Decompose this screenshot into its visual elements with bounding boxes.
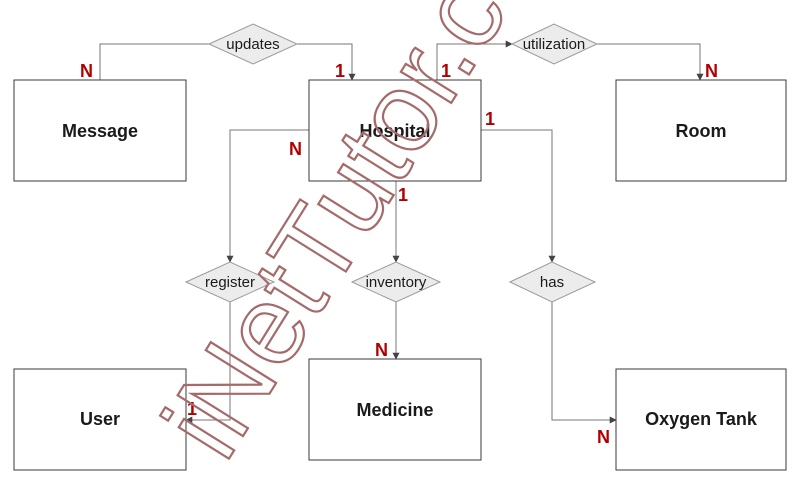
connector-hospital-has [481,129,556,263]
entity-label: Message [62,121,138,141]
relationship-label: has [540,274,564,291]
entity-medicine[interactable]: Medicine [308,358,482,461]
relationship-has[interactable]: has [508,261,597,303]
entity-label: Room [676,121,727,141]
relationship-inventory[interactable]: inventory [350,261,442,303]
connector-register-user [185,302,231,424]
relationship-utilization[interactable]: utilization [510,23,599,65]
entity-label: User [80,409,120,429]
cardinality-user-register: 1 [187,399,197,419]
connector-utilization-room [597,43,704,81]
relationship-label: updates [226,36,279,53]
cardinality-room-utilization: N [705,61,718,81]
entity-user[interactable]: User [13,368,187,471]
connector-message-updates [99,43,209,80]
cardinality-oxygen-tank-has: N [597,427,610,447]
entity-oxygen-tank[interactable]: Oxygen Tank [615,368,787,471]
relationship-register[interactable]: register [184,261,276,303]
entity-room[interactable]: Room [615,79,787,182]
cardinality-hospital-has: 1 [485,109,495,129]
relationship-label: register [205,274,255,291]
entity-message[interactable]: Message [13,79,187,182]
cardinality-medicine-inventory: N [375,340,388,360]
entity-hospital[interactable]: Hospital [308,79,482,182]
connector-has-oxygen-tank [551,302,617,424]
relationship-label: utilization [523,36,586,53]
cardinality-hospital-inventory: 1 [398,185,408,205]
entity-label: Medicine [356,400,433,420]
cardinality-hospital-updates: 1 [335,61,345,81]
cardinality-hospital-utilization: 1 [441,61,451,81]
relationship-updates[interactable]: updates [207,23,299,65]
connectors [99,40,704,424]
entity-label: Hospital [359,121,430,141]
connector-hospital-utilization [436,40,513,80]
cardinality-labels: N 1 1 N N 1 1 N 1 N [80,61,718,447]
entity-label: Oxygen Tank [645,409,758,429]
cardinality-hospital-register: N [289,139,302,159]
connector-hospital-register [226,129,309,263]
cardinality-message-updates: N [80,61,93,81]
connector-updates-hospital [297,43,356,81]
relationship-label: inventory [366,274,427,291]
